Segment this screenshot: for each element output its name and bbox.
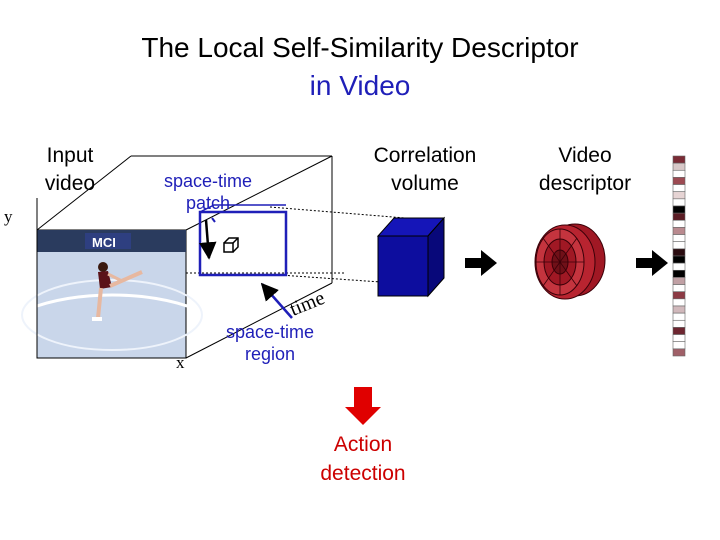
patch-pointer-arrow [199,219,217,260]
descriptor-cell [672,241,686,250]
y-axis-label: y [4,207,13,226]
descriptor-cell [672,319,686,328]
descriptor-cell [672,155,686,164]
space-time-region-box [198,204,288,277]
patch-pointer-tick [211,217,216,223]
descriptor-cell [672,198,686,207]
descriptor-cell [672,212,686,221]
descriptor-cell [672,234,686,243]
video-descriptor-bar [672,155,686,357]
descriptor-cell [672,177,686,185]
space-time-patch-cube [223,237,239,253]
descriptor-cell [672,205,686,214]
skater-figure [92,262,143,321]
descriptor-cell [672,298,686,307]
x-axis-label: x [176,353,185,372]
diagram-subtitle: in Video [309,70,411,101]
volume-hidden-edges [186,206,406,284]
descriptor-cell [672,291,686,300]
descriptor-cell [672,184,686,193]
action-detection-arrow [345,387,381,425]
flow-arrow-1 [465,250,497,276]
descriptor-cell [672,334,686,343]
correlation-volume-cube [376,216,446,298]
descriptor-cell [672,227,686,235]
descriptor-cell [672,262,686,271]
descriptor-cell [672,219,686,228]
frame-logo-text: MCI [92,235,116,250]
descriptor-cell [672,312,686,321]
descriptor-cell [672,277,686,285]
descriptor-cell [672,162,686,171]
descriptor-cell [672,248,686,257]
descriptor-cell [672,191,686,200]
descriptor-cell [672,327,686,335]
video-volume-box [36,155,333,359]
descriptor-cell [672,269,686,278]
time-axis-label: time [287,287,328,321]
descriptor-cell [672,284,686,293]
descriptor-cell [672,255,686,264]
descriptor-cell [672,348,686,357]
log-polar-descriptor [534,223,606,300]
descriptor-cell [672,341,686,350]
input-video-frame [0,229,234,397]
descriptor-cell [672,169,686,178]
flow-arrow-2 [636,250,668,276]
region-pointer-arrow [260,282,293,319]
descriptor-cell [672,305,686,314]
diagram-title: The Local Self-Similarity Descriptor [141,32,579,63]
